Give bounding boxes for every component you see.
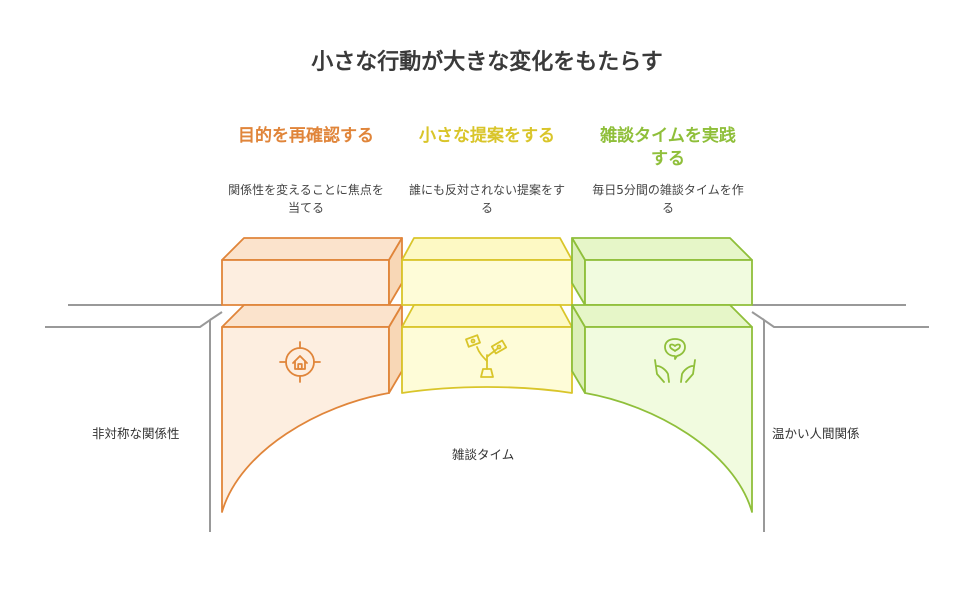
center-label: 雑談タイム <box>452 447 515 462</box>
pillar-3-title: 雑談タイムを実践する <box>600 126 736 169</box>
pillar-2-lower-top <box>401 304 573 328</box>
pillar-1-upper-front <box>221 259 390 306</box>
pillar-1-description: 関係性を変えることに焦点を当てる <box>228 183 384 215</box>
right-label: 温かい人間関係 <box>772 426 860 441</box>
pillar-1-top-face <box>221 237 403 261</box>
page-title: 小さな行動が大きな変化をもたらす <box>311 50 663 75</box>
pillar-1-title: 目的を再確認する <box>238 126 374 146</box>
pillar-3-block <box>571 237 753 513</box>
pillar-3-lower-top <box>571 304 753 328</box>
pillar-3-upper-front <box>584 259 753 306</box>
pillar-1-lower-top <box>221 304 403 328</box>
road-right <box>751 304 929 532</box>
pillar-2-description: 誰にも反対されない提案をする <box>408 183 565 215</box>
pillar-3-arch-front <box>584 326 753 513</box>
pillar-2-top-face <box>401 237 573 261</box>
money-plant-icon <box>465 334 508 378</box>
pillar-2-title: 小さな提案をする <box>419 126 555 146</box>
pillar-1-arch-front <box>221 326 390 513</box>
road-left <box>45 304 223 532</box>
pillar-3-description: 毎日5分間の雑談タイムを作る <box>592 183 744 215</box>
pillar-2-upper-front <box>401 259 573 306</box>
pillar-1-block <box>221 237 403 513</box>
left-label: 非対称な関係性 <box>92 426 180 441</box>
target-house-icon <box>279 341 321 383</box>
heart-hands-icon <box>654 338 696 383</box>
pillar-3-top-face <box>571 237 753 261</box>
